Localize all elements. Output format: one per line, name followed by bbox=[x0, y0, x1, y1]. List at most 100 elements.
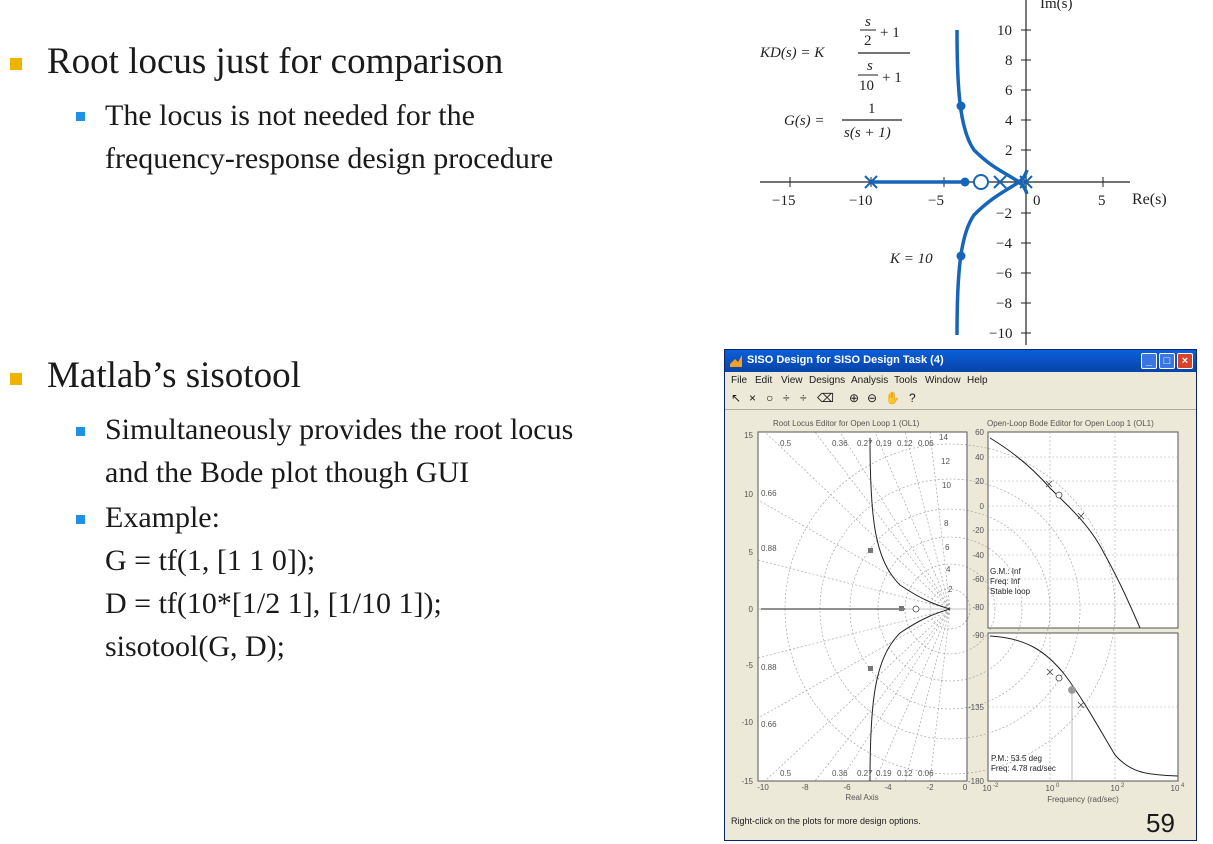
gm-info: G.M.: Inf bbox=[990, 567, 1021, 576]
zoom-out-icon[interactable]: ⊖ bbox=[867, 391, 878, 405]
eraser-icon[interactable]: ⌫ bbox=[817, 391, 834, 405]
y-tick-label: 6 bbox=[1005, 83, 1013, 99]
rl-title: Root Locus Editor for Open Loop 1 (OL1) bbox=[773, 419, 920, 428]
menu-window[interactable]: Window bbox=[925, 375, 961, 386]
magnitude-axes bbox=[987, 431, 1179, 629]
kd-den-plus: + 1 bbox=[882, 70, 902, 86]
mag-ytick: -60 bbox=[972, 575, 984, 584]
rl-damping-label: 0.88 bbox=[761, 663, 777, 672]
bode-title: Open-Loop Bode Editor for Open Loop 1 (O… bbox=[987, 419, 1154, 428]
bullet-marker bbox=[10, 58, 22, 70]
kd-num-2: 2 bbox=[864, 33, 872, 49]
bode-xtick-exp: 4 bbox=[1181, 783, 1185, 789]
mag-ytick: 0 bbox=[980, 502, 985, 511]
bullet2-text: Matlab’s sisotool bbox=[47, 355, 301, 396]
mag-ytick: 60 bbox=[975, 428, 984, 437]
code-line-2: D = tf(10*[1/2 1], [1/10 1]); bbox=[105, 587, 442, 620]
menu-file[interactable]: File bbox=[731, 375, 748, 386]
sub-bullet-marker bbox=[76, 427, 85, 436]
rl-xtick: 0 bbox=[963, 783, 968, 792]
bullet1-sub-line2: frequency-response design procedure bbox=[105, 142, 554, 175]
rl-markers bbox=[868, 548, 904, 671]
y-tick-label: −8 bbox=[996, 296, 1012, 312]
bode-xtick: 10 bbox=[1111, 784, 1120, 793]
bode-xtick: 10 bbox=[1171, 784, 1180, 793]
rl-damping-label: 0.06 bbox=[918, 439, 934, 448]
help-icon[interactable]: ? bbox=[909, 391, 916, 405]
mag-ytick: -80 bbox=[972, 603, 984, 612]
y-tick-label: −10 bbox=[989, 326, 1012, 342]
x-tick-label: 0 bbox=[1033, 193, 1041, 209]
menu-analysis[interactable]: Analysis bbox=[851, 375, 889, 386]
menu-tools[interactable]: Tools bbox=[894, 375, 918, 386]
pan-icon[interactable]: ✋ bbox=[885, 391, 900, 405]
minimize-button[interactable]: _ bbox=[1141, 353, 1157, 369]
rl-damping-label: 0.19 bbox=[876, 769, 892, 778]
phase-ytick: -135 bbox=[968, 703, 985, 712]
zoom-in-icon[interactable]: ⊕ bbox=[849, 391, 860, 405]
y-tick-label: −4 bbox=[996, 236, 1012, 252]
add-lag-icon[interactable]: ÷ bbox=[800, 391, 807, 405]
menu-designs[interactable]: Designs bbox=[809, 375, 846, 386]
y-tick-label: −6 bbox=[996, 266, 1012, 282]
menu-bar: File Edit View Designs Analysis Tools Wi… bbox=[725, 373, 1196, 389]
bullet1-sub-line1: The locus is not needed for the bbox=[105, 99, 475, 132]
kd-num-plus: + 1 bbox=[880, 25, 900, 41]
add-lead-icon[interactable]: ÷ bbox=[783, 391, 790, 405]
y-tick-label: −2 bbox=[996, 206, 1012, 222]
bode-xtick-exp: 0 bbox=[1056, 783, 1060, 789]
rl-xtick: -6 bbox=[843, 783, 851, 792]
rl-damping-label: 0.66 bbox=[761, 720, 777, 729]
bullet2-sub1-line1: Simultaneously provides the root locus bbox=[105, 413, 574, 446]
phase-ytick: -90 bbox=[972, 631, 984, 640]
mag-ytick: 20 bbox=[975, 477, 984, 486]
bode-xtick-exp: -2 bbox=[993, 783, 999, 789]
rl-xtick: -2 bbox=[926, 783, 934, 792]
rl-damping-label: 0.06 bbox=[918, 769, 934, 778]
bullet-marker bbox=[10, 373, 22, 385]
title-bar[interactable]: SISO Design for SISO Design Task (4) _ □… bbox=[725, 350, 1196, 372]
sisotool-plots[interactable]: Root Locus Editor for Open Loop 1 (OL1) … bbox=[725, 410, 1196, 810]
menu-edit[interactable]: Edit bbox=[755, 375, 773, 386]
g-num: 1 bbox=[868, 101, 876, 117]
bode-xlabel: Frequency (rad/sec) bbox=[1047, 795, 1119, 804]
status-bar-text: Right-click on the plots for more design… bbox=[731, 816, 921, 826]
add-pole-icon[interactable]: × bbox=[749, 391, 757, 405]
rl-locus bbox=[761, 437, 951, 782]
rl-damping-label: 0.5 bbox=[780, 769, 792, 778]
matlab-logo-icon bbox=[730, 355, 742, 367]
menu-view[interactable]: View bbox=[781, 375, 803, 386]
phase-ytick: -180 bbox=[968, 777, 985, 786]
y-tick-label: 8 bbox=[1005, 53, 1013, 69]
x-tick-label: 5 bbox=[1098, 193, 1106, 209]
rl-wn-label: 14 bbox=[939, 433, 948, 442]
root-locus-axes bbox=[757, 431, 968, 782]
rl-ytick: -15 bbox=[741, 777, 753, 786]
g-den: s(s + 1) bbox=[844, 125, 891, 141]
root-locus-figure: −15 −10 −5 0 5 10 8 6 4 2 −2 −4 −6 −8 −1… bbox=[760, 0, 1167, 345]
locus-markers bbox=[956, 101, 970, 261]
add-zero-icon[interactable]: ○ bbox=[766, 391, 774, 405]
kd-den-s: s bbox=[867, 58, 873, 74]
rl-xtick: -4 bbox=[884, 783, 892, 792]
rl-damping-label: 0.12 bbox=[897, 769, 913, 778]
menu-help[interactable]: Help bbox=[967, 375, 988, 386]
sisotool-window[interactable]: SISO Design for SISO Design Task (4) _ □… bbox=[724, 349, 1197, 841]
mag-ytick: -40 bbox=[972, 551, 984, 560]
pointer-icon[interactable]: ↖ bbox=[731, 391, 742, 405]
rl-damping-label: 0.27 bbox=[857, 769, 873, 778]
rl-damping-label: 0.36 bbox=[832, 769, 848, 778]
rl-damping-label: 0.27 bbox=[857, 439, 873, 448]
tool-bar: ↖ × ○ ÷ ÷ ⌫ ⊕ ⊖ ✋ ? bbox=[725, 389, 1196, 410]
code-line-3: sisotool(G, D); bbox=[105, 630, 285, 663]
pm-info: P.M.: 53.5 deg bbox=[991, 754, 1042, 763]
bode-xtick: 10 bbox=[983, 784, 992, 793]
stable-loop-info: Stable loop bbox=[990, 587, 1031, 596]
maximize-button[interactable]: □ bbox=[1159, 353, 1175, 369]
rl-xtick: -10 bbox=[757, 783, 769, 792]
example-label: Example: bbox=[105, 501, 220, 534]
rl-wn-label: 2 bbox=[948, 585, 953, 594]
rl-xtick: -8 bbox=[801, 783, 809, 792]
kd-den-10: 10 bbox=[859, 78, 874, 94]
close-button[interactable]: × bbox=[1177, 353, 1193, 369]
